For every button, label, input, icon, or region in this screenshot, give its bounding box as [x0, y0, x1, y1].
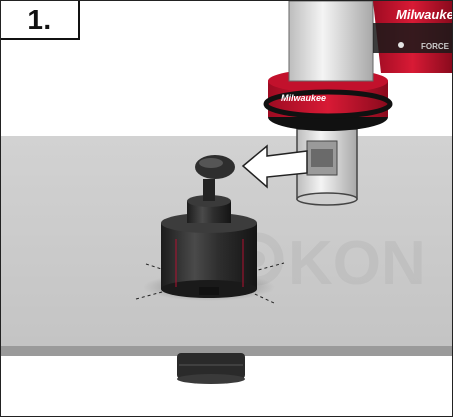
collar-brand: Milwaukee — [281, 93, 326, 103]
punch-die — [161, 155, 257, 298]
die-underside — [177, 353, 245, 384]
step-number: 1. — [27, 3, 52, 35]
tool-housing: Milwaukee FORCE — [288, 1, 452, 82]
tool-brand: Milwaukee — [396, 7, 452, 22]
watermark-text: KON — [288, 229, 426, 298]
step-number-box: 1. — [1, 1, 80, 40]
tool-model-text: FORCE — [421, 42, 450, 51]
insert-arrow-icon — [241, 144, 308, 189]
